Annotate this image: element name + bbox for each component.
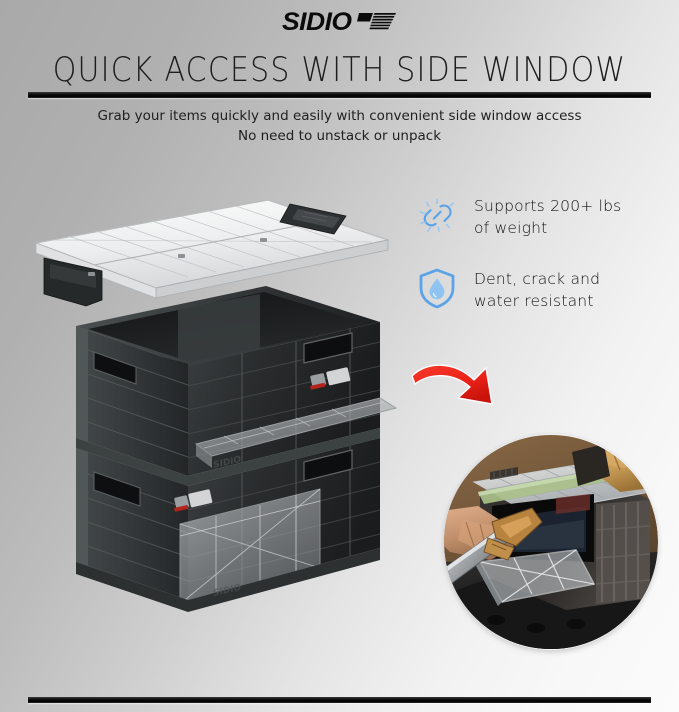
divider-top [28, 92, 651, 98]
side-window-panel-upper [194, 397, 398, 468]
subtitle-line-1: Grab your items quickly and easily with … [97, 108, 582, 124]
feature-item-weight-capacity: Supports 200+ lbs of weight [414, 192, 672, 239]
feature-line-2: of weight [474, 219, 548, 237]
feature-line-1: Supports 200+ lbs [474, 197, 622, 215]
page-title: QUICK ACCESS WITH SIDE WINDOW [52, 51, 627, 91]
feature-line-1: Dent, crack and [474, 270, 601, 288]
shield-water-drop-icon [414, 265, 460, 311]
striped-flag-icon [356, 12, 397, 33]
product-illustration: SIDIO [28, 176, 418, 656]
chain-link-strength-icon [414, 192, 460, 238]
feature-list: Supports 200+ lbs of weight Dent, crack … [414, 192, 672, 338]
brand-logo: SIDIO [0, 5, 679, 39]
feature-line-2: water resistant [474, 292, 594, 310]
feature-item-durability: Dent, crack and water resistant [414, 265, 672, 312]
pipe-wrench [444, 507, 543, 587]
subtitle-line-2: No need to unstack or unpack [237, 128, 442, 144]
feature-text-durability: Dent, crack and water resistant [474, 265, 600, 312]
curved-red-arrow-icon [408, 356, 506, 414]
divider-bottom [28, 697, 651, 703]
feature-text-weight-capacity: Supports 200+ lbs of weight [474, 192, 621, 239]
open-clear-panel [476, 549, 596, 606]
brand-name: SIDIO [282, 7, 352, 36]
crate-lower: SIDIO [75, 428, 381, 612]
inset-photo-side-window-access [444, 434, 658, 650]
page-subtitle: Grab your items quickly and easily with … [0, 106, 679, 146]
clear-lid [33, 199, 391, 307]
crate-upper: SIDIO [75, 286, 398, 476]
